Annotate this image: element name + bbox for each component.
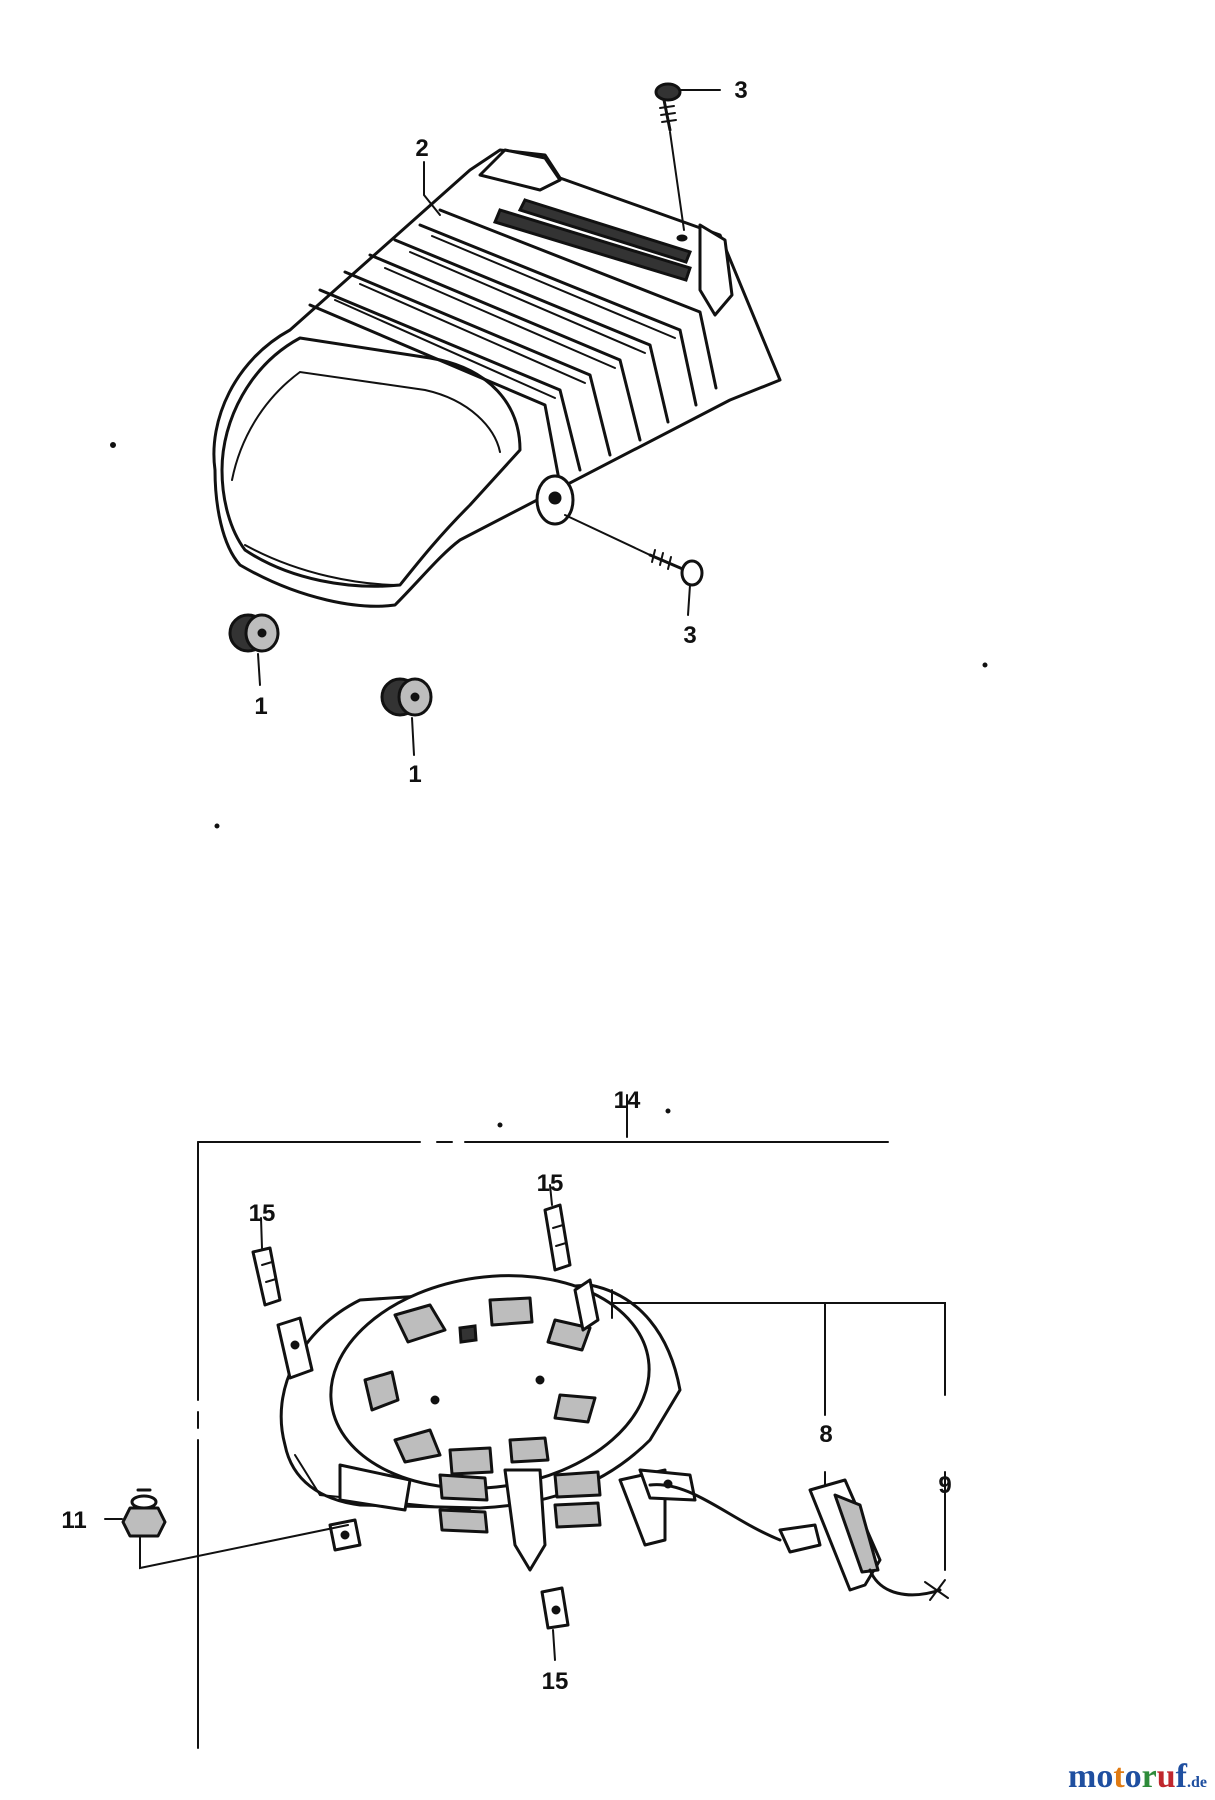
clip-left: [251, 1217, 282, 1307]
callout-1-left: 1: [254, 693, 267, 720]
cooling-fins: [308, 208, 718, 487]
screw-top: [654, 82, 721, 231]
callout-15-left: 15: [249, 1200, 276, 1227]
assembly-bracket: [197, 1094, 889, 1749]
callout-3-top: 3: [734, 77, 747, 104]
recoil-starter: [276, 1274, 697, 1572]
clip-bottom: [540, 1586, 570, 1661]
callout-2: 2: [415, 135, 428, 162]
watermark-letter: u: [1156, 1758, 1176, 1795]
nut: [104, 1488, 349, 1570]
callout-15-bottom: 15: [542, 1668, 569, 1695]
watermark-letter: r: [1141, 1758, 1157, 1795]
callout-14: 14: [614, 1087, 641, 1114]
watermark-letter: m: [1068, 1758, 1097, 1795]
callout-1-right: 1: [408, 761, 421, 788]
starter-handle: [648, 1478, 949, 1601]
watermark-letter: t: [1113, 1758, 1125, 1795]
callout-15-middle: 15: [537, 1170, 564, 1197]
grommet-left: [228, 613, 280, 686]
callout-9: 9: [938, 1472, 951, 1499]
engine-cover: [212, 148, 782, 608]
callout-11: 11: [61, 1507, 86, 1534]
motoruf-watermark: motoruf.de: [1068, 1758, 1207, 1796]
clip-middle: [543, 1184, 572, 1272]
plate-windows: [363, 1296, 597, 1476]
callout-8: 8: [819, 1421, 832, 1448]
watermark-letter: o: [1124, 1758, 1142, 1795]
watermark-suffix: .de: [1187, 1774, 1207, 1791]
bracket-8-9: [611, 1289, 946, 1571]
callout-3-side: 3: [683, 622, 696, 649]
watermark-letter: o: [1096, 1758, 1114, 1795]
grommet-right: [380, 677, 433, 756]
watermark-letter: f: [1175, 1758, 1187, 1795]
screw-side: [564, 514, 704, 616]
